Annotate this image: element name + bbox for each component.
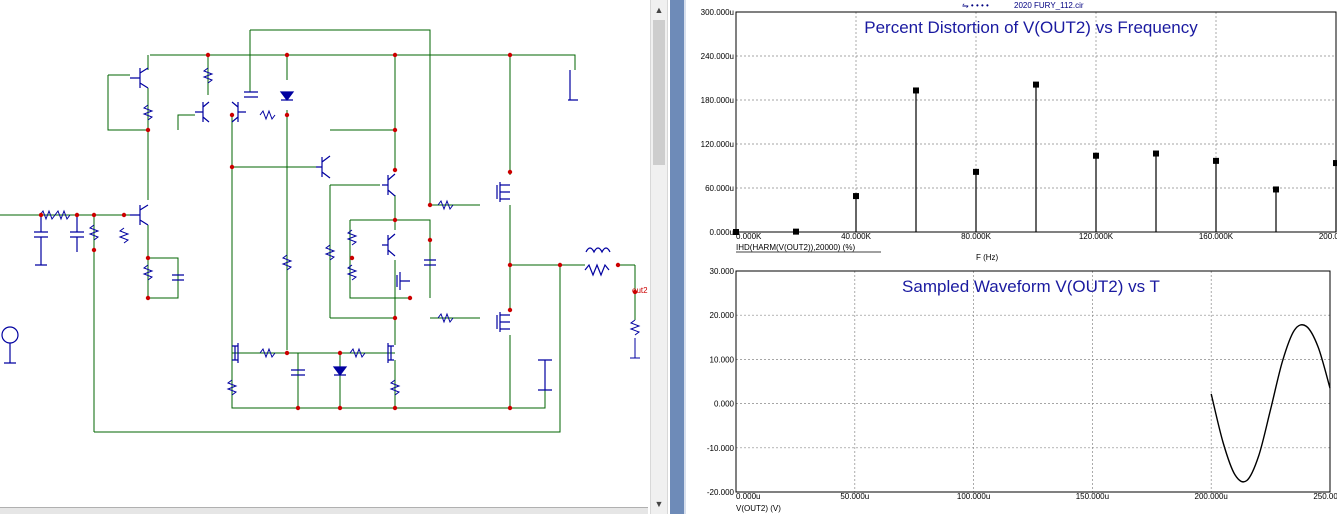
plot1-point <box>1033 81 1039 88</box>
plot1-y-tick-label: 0.000u <box>710 228 734 237</box>
plot2-y-expression: V(OUT2) (V) <box>736 504 781 513</box>
analysis-plots: ⇋ • • • • 2020 FURY_112.cir Percent Dist… <box>701 1 1337 513</box>
plot2-grid <box>736 271 1330 492</box>
schematic-components <box>1 67 611 391</box>
svg-text:2020 FURY_112.cir: 2020 FURY_112.cir <box>1014 1 1084 10</box>
distortion-plot: Percent Distortion of V(OUT2) vs Frequen… <box>701 8 1337 262</box>
pane-divider-edge <box>684 0 686 514</box>
plot2-title: Sampled Waveform V(OUT2) vs T <box>902 277 1160 296</box>
plot1-y-tick-label: 60.000u <box>705 184 734 193</box>
plot2-x-tick-label: 200.000u <box>1195 492 1228 501</box>
scroll-up-arrow-icon[interactable]: ▲ <box>654 5 664 15</box>
bottom-tab-strip <box>0 507 648 514</box>
plot1-x-expression: F (Hz) <box>976 253 999 262</box>
plot2-y-tick-label: 10.000 <box>710 355 735 364</box>
svg-text:⇋ • • • •: ⇋ • • • • <box>962 1 989 10</box>
plot1-x-tick-label: 120.000K <box>1079 232 1114 241</box>
plot2-y-ticks: 30.000 20.000 10.000 0.000 -10.000 -20.000 <box>707 267 735 497</box>
plot2-y-tick-label: -20.000 <box>707 488 735 497</box>
node-label-out2: out2 <box>632 286 648 295</box>
schematic-wires <box>0 29 636 433</box>
plot1-y-tick-label: 180.000u <box>701 96 734 105</box>
plot1-point <box>733 229 739 235</box>
plot1-point <box>1153 150 1159 157</box>
scroll-thumb[interactable] <box>653 20 665 165</box>
plot2-waveform-line <box>1210 324 1331 483</box>
plot1-grid <box>736 12 1336 232</box>
plot2-y-tick-label: -10.000 <box>707 444 735 453</box>
vertical-scrollbar[interactable]: ▲ ▼ <box>650 0 668 514</box>
pane-divider[interactable] <box>670 0 684 514</box>
schematic-canvas[interactable]: out2 <box>0 0 648 514</box>
plot2-x-tick-label: 150.000u <box>1076 492 1109 501</box>
plot1-x-tick-label: 160.000K <box>1199 232 1234 241</box>
plot2-x-ticks: 0.000u 50.000u 100.000u 150.000u 200.000u 250… <box>736 492 1337 501</box>
schematic-nodes <box>38 52 638 411</box>
plot1-y-tick-label: 120.000u <box>701 140 734 149</box>
plot2-y-tick-label: 20.000 <box>710 311 735 320</box>
scroll-down-arrow-icon[interactable]: ▼ <box>654 499 664 509</box>
plot2-x-tick-label: 50.000u <box>840 492 869 501</box>
waveform-plot: Sampled Waveform V(OUT2) vs T 30.000 20.0… <box>707 267 1337 513</box>
plot2-y-tick-label: 30.000 <box>710 267 735 276</box>
plot1-x-ticks: 0.000K 40.000K 80.000K 120.000K 160.000K 200.… <box>736 232 1337 241</box>
plot1-x-tick-label: 200.000K <box>1319 232 1337 241</box>
plot2-x-tick-label: 0.000u <box>736 492 760 501</box>
plot1-y-expression: IHD(HARM(V(OUT2)),20000) (%) <box>736 243 855 252</box>
plot1-y-tick-label: 300.000u <box>701 8 734 17</box>
plot1-point <box>793 228 799 235</box>
plot1-y-ticks: 300.000u 240.000u 180.000u 120.000u 60.000u 0… <box>701 8 734 237</box>
plot1-point <box>973 168 979 175</box>
plot1-x-tick-label: 80.000K <box>961 232 991 241</box>
plot1-y-tick-label: 240.000u <box>701 52 734 61</box>
window-title: ⇋ • • • • 2020 FURY_112.cir <box>962 1 1084 10</box>
plot1-point <box>853 193 859 200</box>
plot1-point <box>1333 160 1337 167</box>
plot1-point <box>1213 157 1219 164</box>
plot1-x-tick-label: 40.000K <box>841 232 871 241</box>
plot2-x-tick-label: 100.000u <box>957 492 990 501</box>
plot2-x-tick-label: 250.000u <box>1313 492 1337 501</box>
plot1-point <box>1273 186 1279 193</box>
schematic-resistors <box>39 67 641 396</box>
plot1-marks <box>733 81 1337 235</box>
plot1-x-tick-label: 0.000K <box>736 232 762 241</box>
plot1-point <box>913 87 919 94</box>
plot1-point <box>1093 152 1099 159</box>
plot2-y-tick-label: 0.000 <box>714 400 735 409</box>
plot1-title: Percent Distortion of V(OUT2) vs Frequen… <box>864 18 1198 37</box>
